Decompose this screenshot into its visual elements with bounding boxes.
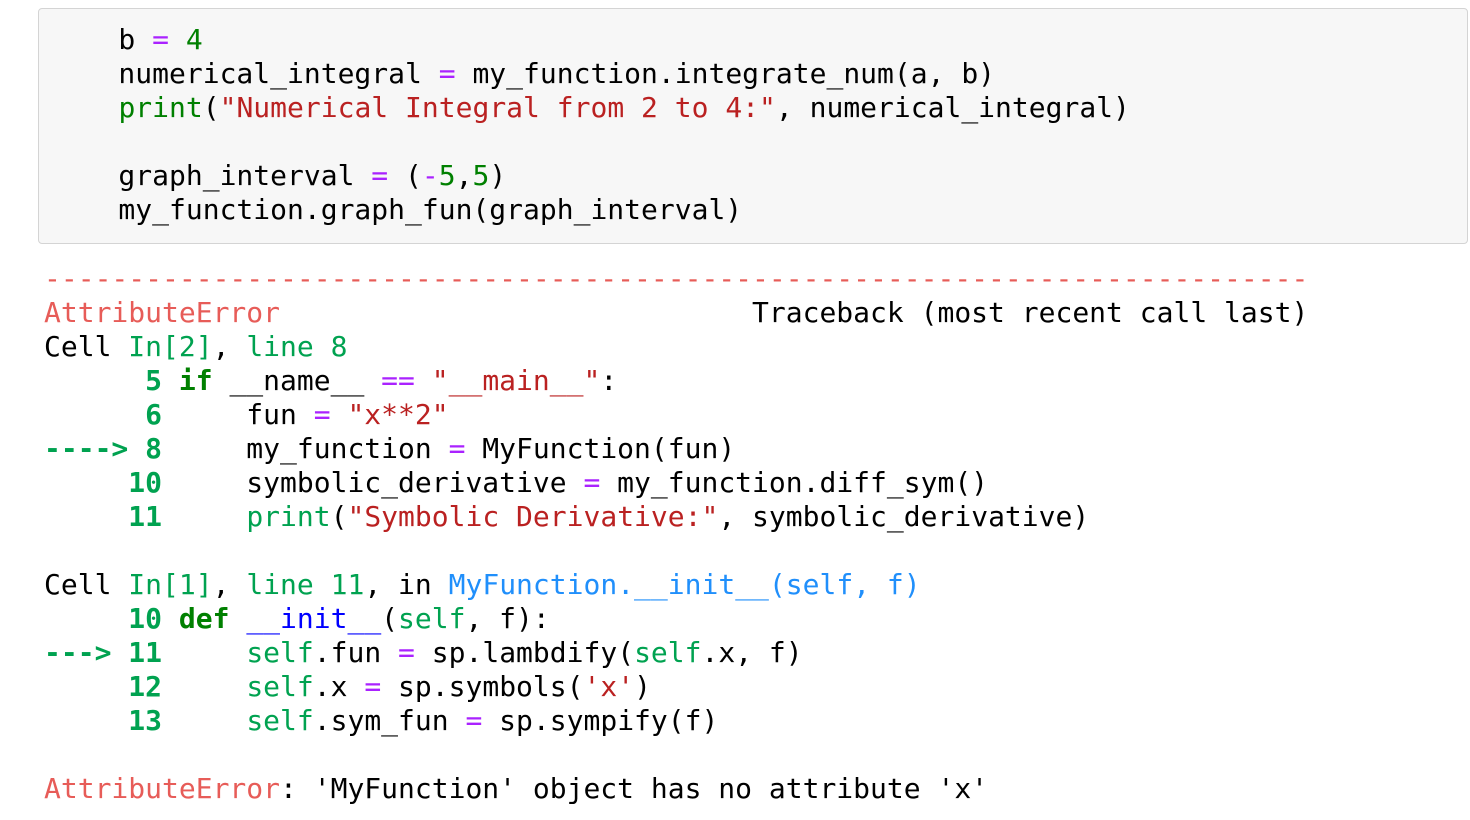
error-traceback-output: ----------------------------------------… [44,262,1470,806]
traceback-line: 6 fun = "x**2" [145,398,449,431]
traceback-line: 12 self.x = sp.symbols('x') [128,670,651,703]
code-line: numerical_integral = my_function.integra… [51,57,996,90]
code-line: graph_interval = (-5,5) [51,159,507,192]
traceback-line: Cell In[1], line 11, in MyFunction.__ini… [44,568,921,601]
code-line: my_function.graph_fun(graph_interval) [51,193,743,226]
traceback-line: 13 self.sym_fun = sp.sympify(f) [128,704,719,737]
traceback-line: 10 symbolic_derivative = my_function.dif… [128,466,989,499]
traceback-line: ---> 11 self.fun = sp.lambdify(self.x, f… [44,636,803,669]
traceback-line: Cell In[2], line 8 [44,330,348,363]
code-line: b = 4 [51,23,203,56]
traceback-line: ----------------------------------------… [44,262,1309,295]
code-cell-input[interactable]: b = 4 numerical_integral = my_function.i… [38,8,1468,244]
traceback-line: AttributeError Traceback (most recent ca… [44,296,1309,329]
traceback-line: ----> 8 my_function = MyFunction(fun) [44,432,736,465]
traceback-line: 11 print("Symbolic Derivative:", symboli… [128,500,1090,533]
code-line-blank [51,125,1455,159]
traceback-line: 5 if __name__ == "__main__": [145,364,618,397]
traceback-line: AttributeError: 'MyFunction' object has … [44,772,989,805]
code-line: print("Numerical Integral from 2 to 4:",… [118,91,1130,124]
traceback-line-blank [44,738,1470,772]
traceback-line-blank [44,534,1470,568]
traceback-line: 10 def __init__(self, f): [128,602,550,635]
